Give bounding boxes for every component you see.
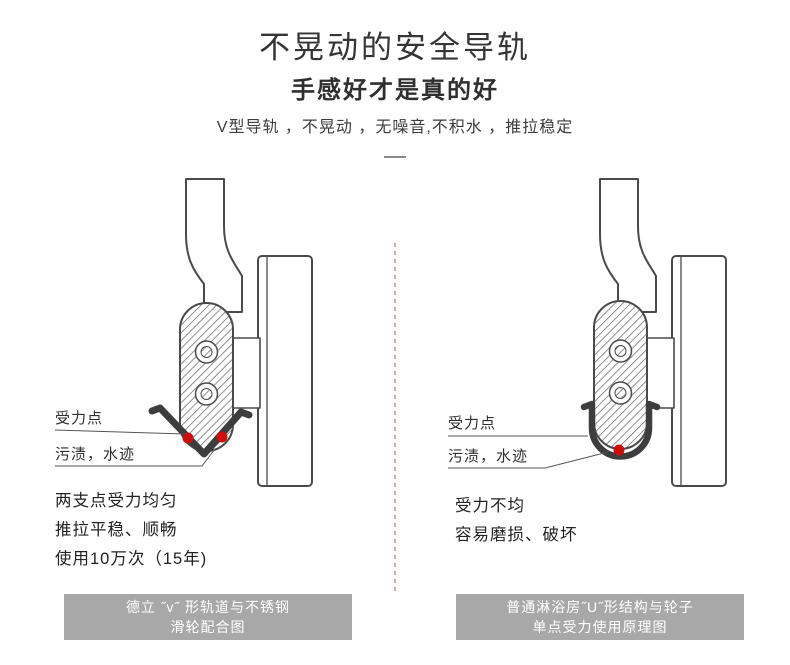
bolt-inner [614, 387, 627, 399]
left-diagram-title-box: 德立 ˝v˝ 形轨道与不锈钢 滑轮配合图 [64, 594, 352, 640]
roller-housing [643, 337, 675, 409]
bracket-profile [599, 178, 657, 313]
left-force-point-label: 受力点 [55, 410, 104, 427]
roller-wheel [593, 300, 648, 450]
page-subtitle: 手感好才是真的好 [291, 77, 499, 104]
stain-leader-line [55, 448, 216, 467]
left-box-line: 德立 ˝v˝ 形轨道与不锈钢 [125, 599, 291, 615]
right-diagram-title-box: 普通淋浴房˝U˝形结构与轮子 单点受力使用原理图 [456, 594, 744, 640]
left-stain-label: 污渍，水迹 [55, 446, 136, 463]
right-force-point-label: 受力点 [448, 415, 497, 432]
right-box-line: 单点受力使用原理图 [532, 619, 668, 635]
right-stain-label: 污渍，水迹 [448, 448, 529, 465]
contact-point-dot [216, 431, 228, 443]
left-caption-line: 两支点受力均匀 [55, 492, 178, 510]
left-caption-line: 推拉平稳、顺畅 [55, 521, 178, 539]
contact-point-dot [182, 432, 194, 444]
frame-profile [257, 255, 313, 487]
page-description: V型导轨 ，不晃动 ，无噪音,不积水 ，推拉稳定 [216, 119, 574, 136]
page-title: 不晃动的安全导轨 [259, 30, 531, 65]
contact-point-dot [613, 444, 625, 456]
bolt-inner [200, 388, 213, 400]
bolt-inner [614, 345, 627, 357]
stain-leader-line [448, 451, 609, 469]
bracket-profile [185, 178, 243, 313]
divider-dash [384, 156, 406, 158]
left-caption-line: 使用10万次（15年) [55, 550, 208, 568]
left-caption: 两支点受力均匀 推拉平稳、顺畅 使用10万次（15年) [55, 487, 207, 574]
right-box-line: 普通淋浴房˝U˝形结构与轮子 [506, 599, 694, 615]
force-leader-line [54, 429, 187, 435]
roller-housing [229, 337, 261, 409]
u-rail-track [580, 400, 661, 460]
bolt-inner [200, 346, 213, 358]
v-rail-track [148, 404, 253, 458]
left-box-line: 滑轮配合图 [170, 619, 246, 635]
right-caption-line: 容易磨损、破坏 [455, 526, 578, 544]
frame-profile [671, 255, 727, 487]
right-caption-line: 受力不均 [455, 497, 525, 515]
u-track-diagram [448, 178, 727, 487]
v-track-diagram [54, 178, 313, 487]
right-caption: 受力不均 容易磨损、破坏 [455, 492, 578, 550]
